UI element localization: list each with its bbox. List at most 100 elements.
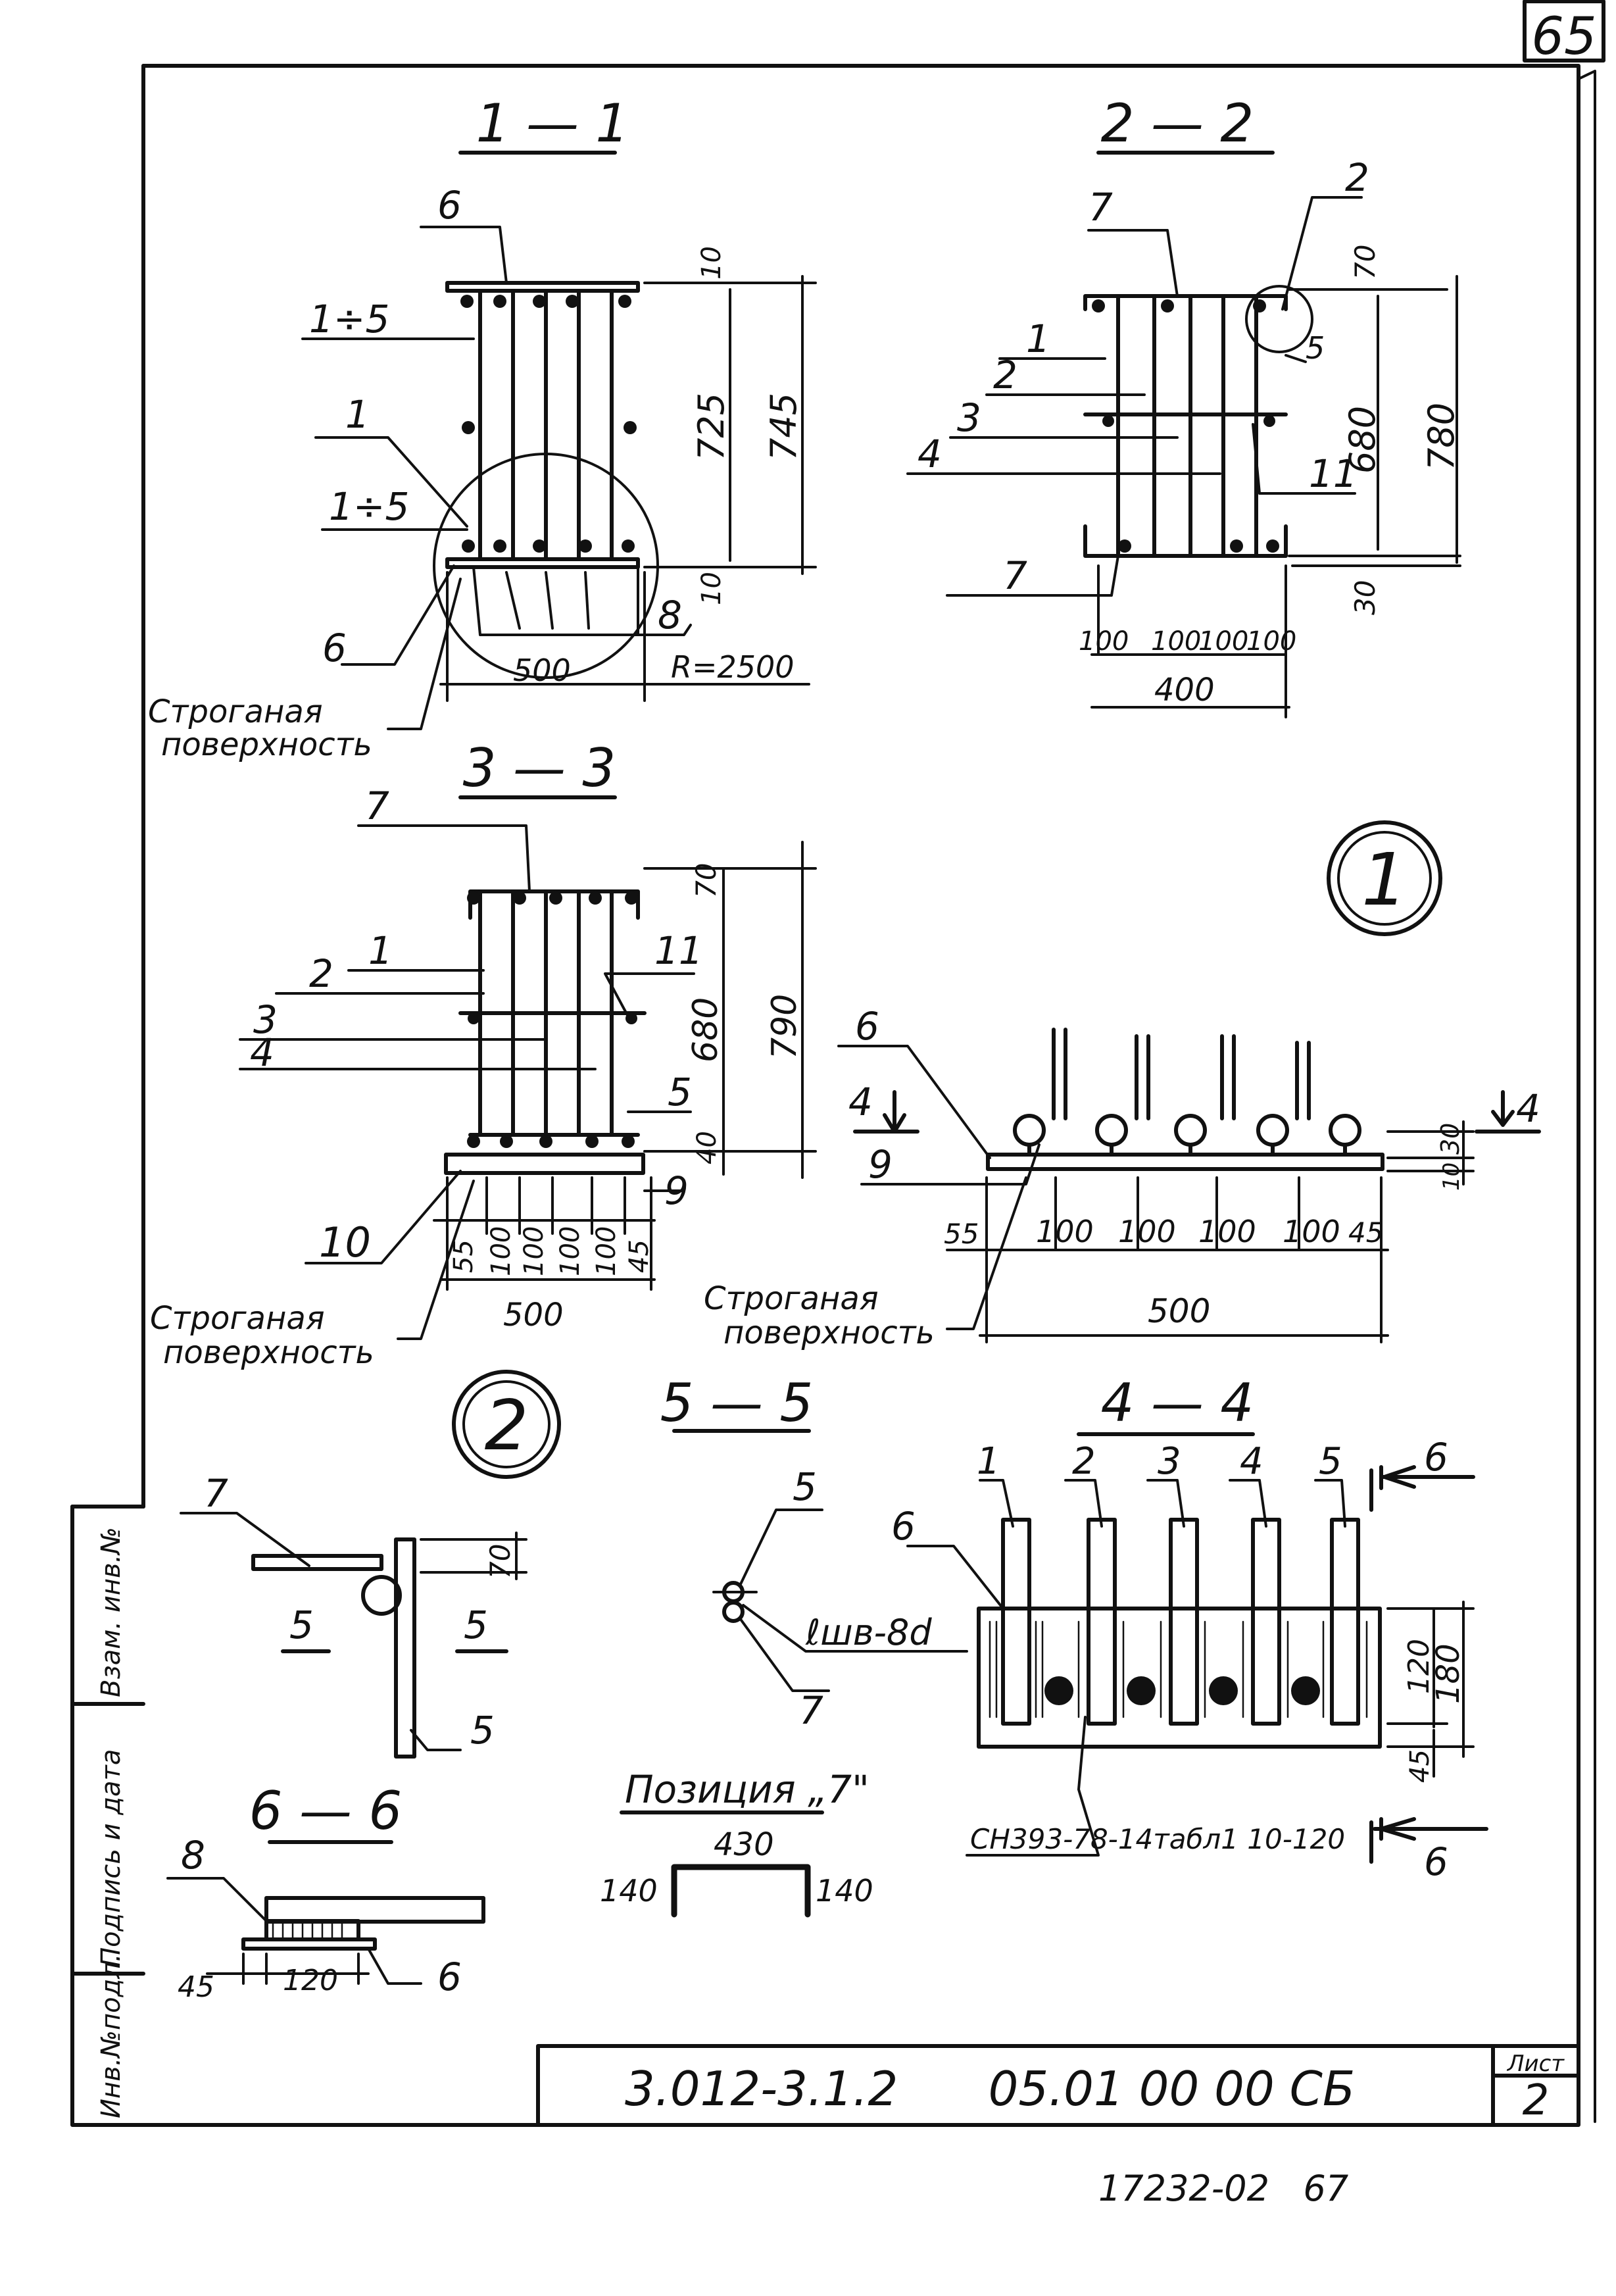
d1-dim-100-b: 100 (1118, 1214, 1176, 1249)
s33-mark-9: 9 (664, 1168, 689, 1213)
section-1-1: 1 — 1 6 1÷5 1 1÷5 6 8 10 725 745 10 500 … (148, 93, 817, 763)
s44-mark-4: 4 (1240, 1440, 1263, 1483)
d2-mark-7: 7 (204, 1471, 228, 1516)
detail-1-number: 1 (1361, 837, 1408, 922)
detail-2-joint: 7 5 5 5 70 (180, 1471, 527, 1759)
section-4-4-title: 4 — 4 (1101, 1372, 1254, 1434)
s33-note-line1: Строганая (150, 1300, 325, 1337)
s22-dim-30: 30 (1349, 580, 1381, 615)
s44-mark-1: 1 (977, 1440, 1000, 1483)
section-4-4: 4 — 4 1 2 3 4 5 6 6 6 120 180 45 СН393-7… (891, 1372, 1488, 1884)
detail-2-number: 2 (485, 1385, 529, 1466)
s11-mark-8: 8 (658, 593, 682, 637)
section-6-6-title: 6 — 6 (249, 1780, 403, 1841)
s33-dim-790: 790 (765, 994, 804, 1059)
d1-dim-100-d: 100 (1283, 1214, 1340, 1249)
s11-mark-1-5-bottom: 1÷5 (329, 484, 409, 529)
d1-mark-6: 6 (855, 1004, 879, 1049)
s11-mark-6-top: 6 (437, 183, 462, 228)
section-6-6: 6 — 6 8 6 45 120 (166, 1780, 485, 2004)
pos7-dim-430: 430 (714, 1826, 774, 1863)
section-5-5: 5 — 5 5 7 ℓшв-8d (660, 1372, 968, 1733)
s33-mark-10: 10 (319, 1218, 371, 1266)
section-1-1-title: 1 — 1 (476, 93, 629, 154)
s33-dim-70: 70 (690, 863, 722, 898)
s44-mark-2: 2 (1072, 1440, 1096, 1483)
stamp-inv-podl: Инв.№подл. (96, 1953, 126, 2118)
d1-mark-4-left: 4 (848, 1080, 873, 1124)
s22-dim-100-d: 100 (1246, 626, 1296, 657)
s55-mark-7: 7 (799, 1688, 823, 1733)
s22-dim-100-b: 100 (1151, 626, 1201, 657)
s22-dim-680: 680 (1342, 406, 1383, 474)
s11-mark-6-bottom: 6 (322, 626, 347, 670)
s22-dim-100-a: 100 (1079, 626, 1129, 657)
s11-dim-725: 725 (691, 393, 732, 461)
s22-dim-100-c: 100 (1198, 626, 1248, 657)
s22-mark-1: 1 (1026, 316, 1050, 361)
s33-mark-11: 11 (654, 928, 703, 973)
d1-dim-500: 500 (1148, 1292, 1210, 1330)
s44-weld-note: СН393-78-14табл1 10-120 (970, 1823, 1345, 1855)
section-5-5-title: 5 — 5 (660, 1372, 814, 1434)
s44-dim-180: 180 (1430, 1643, 1467, 1704)
s11-note-line1: Строганая (148, 693, 323, 730)
title-block (536, 2044, 1580, 2127)
s11-note-line2: поверхность (161, 726, 372, 763)
s11-mark-1: 1 (345, 392, 370, 437)
s55-mark-5: 5 (793, 1464, 817, 1509)
s33-mark-1: 1 (368, 928, 393, 973)
detail-callout-1: 1 (1327, 820, 1442, 936)
d2-mark-5-bottom: 5 (470, 1708, 495, 1753)
s44-mark-5: 5 (1319, 1440, 1342, 1483)
stamp-vzam-inv: Взам. инв.№ (96, 1527, 126, 1697)
d1-dim-100-c: 100 (1198, 1214, 1256, 1249)
s11-dim-radius: R=2500 (671, 649, 795, 685)
detail-1-elevation: 6 4 9 4 30 10 55 100 100 100 100 45 500 … (704, 1004, 1541, 1351)
position-7-sketch: Позиция „7" 430 140 140 (600, 1767, 873, 1918)
s22-dim-70: 70 (1349, 245, 1381, 280)
d2-mark-5-left: 5 (289, 1603, 314, 1647)
d1-note-line2: поверхность (723, 1314, 935, 1351)
stamp-podpis-data: Подпись и дата (96, 1749, 126, 1967)
d1-mark-4-right: 4 (1516, 1086, 1540, 1131)
s66-mark-6: 6 (437, 1955, 462, 1999)
s22-mark-7-bottom: 7 (1003, 553, 1027, 598)
s22-dim-400: 400 (1154, 672, 1215, 709)
drawing-designation: 3.012-3.1.2 05.01 00 00 СБ (625, 2061, 1355, 2116)
s22-mark-5: 5 (1306, 330, 1325, 366)
s33-dim-100-a: 100 (486, 1226, 516, 1276)
d1-dim-10: 10 (1438, 1162, 1465, 1191)
s33-dim-45: 45 (624, 1239, 654, 1273)
s44-mark-6-cut-bottom: 6 (1424, 1839, 1448, 1884)
s11-dim-10-top: 10 (697, 246, 727, 280)
s44-mark-6-left: 6 (891, 1504, 916, 1549)
s33-mark-2: 2 (309, 951, 333, 996)
s33-mark-3: 3 (253, 997, 278, 1042)
archive-number: 17232-02 67 (1098, 2168, 1348, 2209)
sheet-label: Лист (1506, 2051, 1565, 2077)
s22-mark-3: 3 (957, 395, 981, 440)
s33-dim-55: 55 (449, 1239, 479, 1273)
pos7-dim-140-right: 140 (816, 1873, 873, 1909)
d1-note-line1: Строганая (704, 1280, 879, 1317)
s22-mark-7-top: 7 (1089, 185, 1113, 230)
s11-dim-500: 500 (513, 653, 571, 688)
s44-mark-6-cut-top: 6 (1424, 1435, 1448, 1480)
d2-dim-70: 70 (484, 1544, 516, 1579)
s22-mark-2: 2 (993, 353, 1017, 397)
detail-callout-2: 2 (452, 1370, 561, 1479)
s33-mark-4: 4 (250, 1030, 274, 1075)
d2-mark-5-right: 5 (464, 1603, 488, 1647)
s33-mark-7: 7 (365, 784, 389, 828)
s33-dim-100-b: 100 (519, 1226, 549, 1276)
pos7-title: Позиция „7" (625, 1767, 869, 1812)
s66-dim-45: 45 (178, 1970, 214, 2004)
left-stamp-column: Инв.№подл. Подпись и дата Взам. инв.№ (70, 1505, 145, 2118)
s11-dim-745: 745 (763, 393, 804, 461)
s22-mark-4: 4 (918, 432, 942, 476)
d1-dim-30: 30 (1436, 1123, 1465, 1155)
s22-mark-2-top: 2 (1345, 155, 1369, 200)
section-3-3: 3 — 3 7 1 2 11 3 4 5 9 10 70 680 790 40 … (150, 737, 817, 1371)
